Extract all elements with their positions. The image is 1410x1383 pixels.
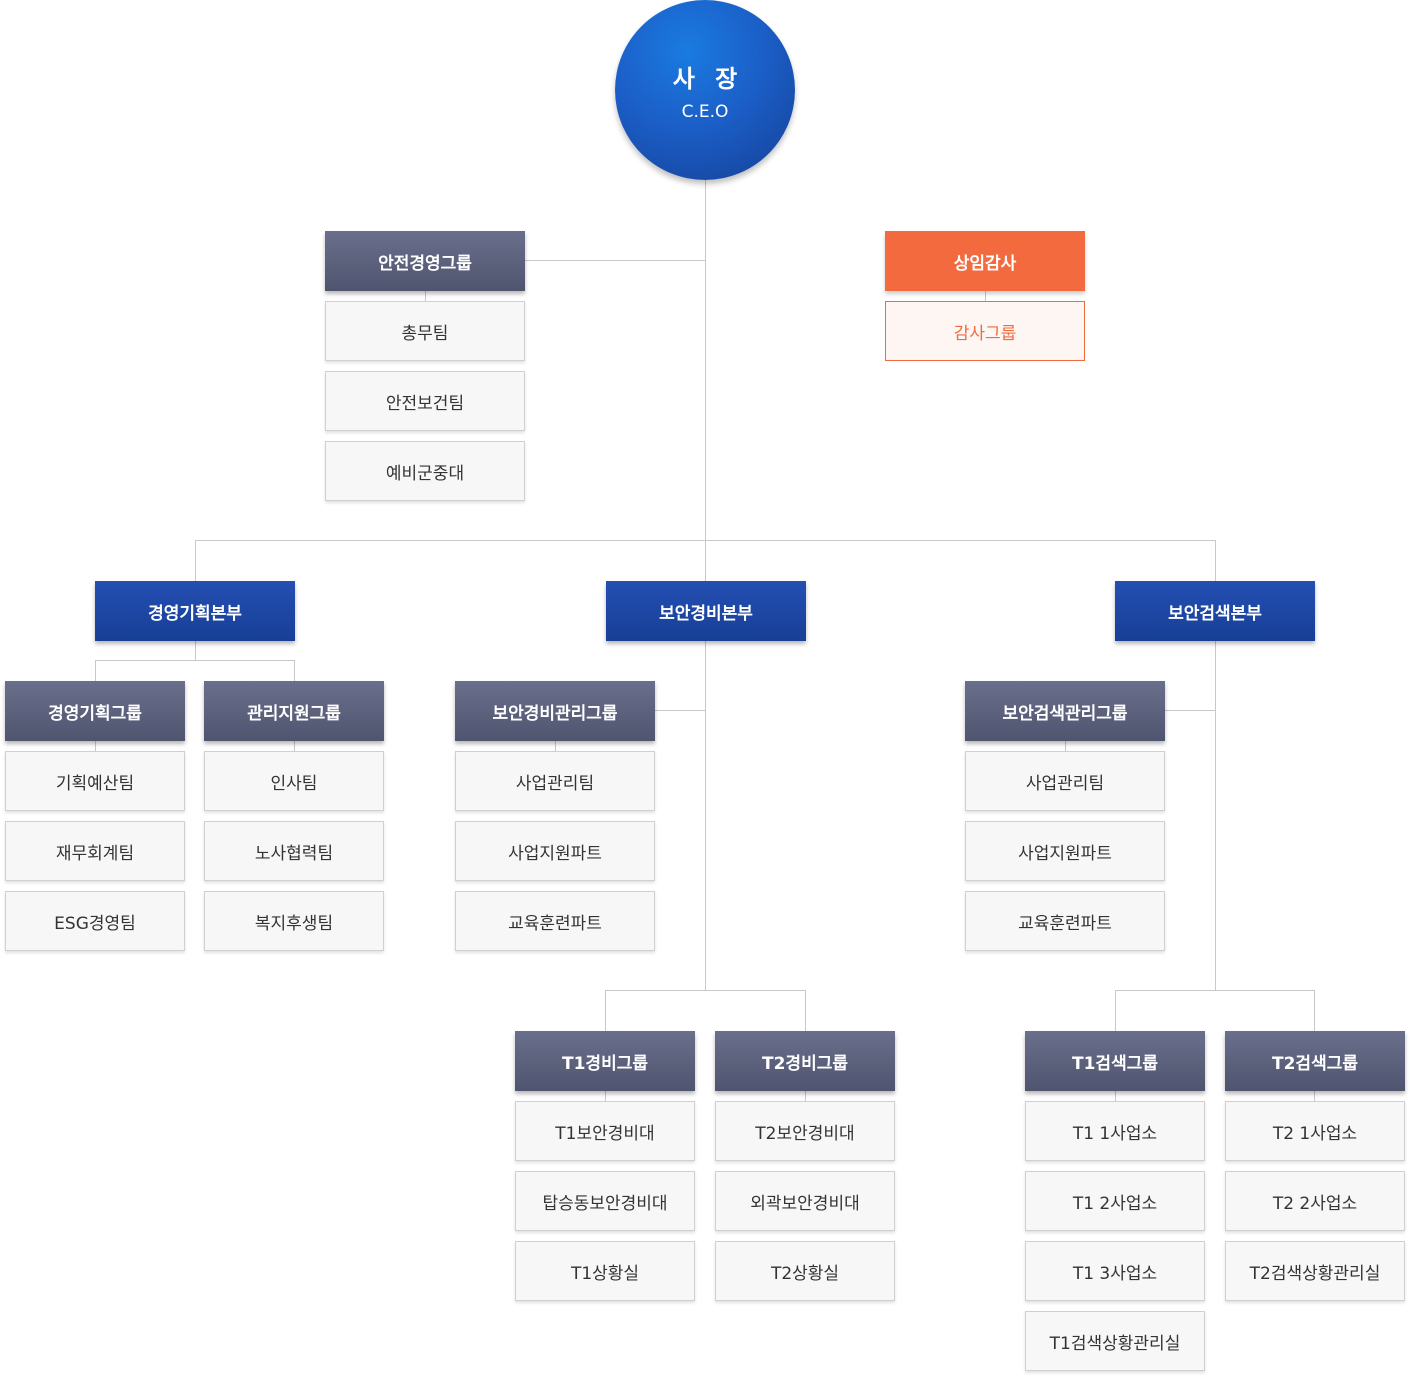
- connector-line: [195, 540, 196, 582]
- group-header: 경영기획그룹: [5, 681, 185, 741]
- connector-line: [195, 540, 1216, 541]
- division-guard: 보안경비본부: [606, 581, 806, 641]
- group-header: T1검색그룹: [1025, 1031, 1205, 1091]
- team-box: T2상황실: [715, 1241, 895, 1301]
- connector-line: [1314, 990, 1315, 1032]
- connector-line: [95, 740, 96, 752]
- connector-line: [805, 1090, 806, 1102]
- group-header: 보안검색관리그룹: [965, 681, 1165, 741]
- team-box: 탑승동보안경비대: [515, 1171, 695, 1231]
- connector-line: [195, 640, 196, 660]
- team-box: 복지후생팀: [204, 891, 384, 951]
- connector-line: [294, 660, 295, 682]
- connector-line: [1314, 1090, 1315, 1102]
- group-header: T2검색그룹: [1225, 1031, 1405, 1091]
- team-box: 사업지원파트: [965, 821, 1165, 881]
- team-box: T1상황실: [515, 1241, 695, 1301]
- connector-line: [805, 990, 806, 1032]
- connector-line: [605, 1090, 606, 1102]
- group-header: T2경비그룹: [715, 1031, 895, 1091]
- team-box: T1검색상황관리실: [1025, 1311, 1205, 1371]
- team-box: T1 2사업소: [1025, 1171, 1205, 1231]
- team-box: 사업지원파트: [455, 821, 655, 881]
- connector-line: [524, 260, 705, 261]
- division-search: 보안검색본부: [1115, 581, 1315, 641]
- team-box: 사업관리팀: [965, 751, 1165, 811]
- connector-line: [605, 990, 806, 991]
- audit-group: 감사그룹: [885, 301, 1085, 361]
- connector-line: [1115, 990, 1315, 991]
- connector-line: [95, 660, 295, 661]
- connector-line: [654, 710, 705, 711]
- group-header: T1경비그룹: [515, 1031, 695, 1091]
- team-box: ESG경영팀: [5, 891, 185, 951]
- connector-line: [1215, 540, 1216, 991]
- connector-line: [294, 740, 295, 752]
- connector-line: [1065, 740, 1066, 752]
- connector-line: [425, 290, 426, 302]
- connector-line: [1115, 1090, 1116, 1102]
- group-header: 보안경비관리그룹: [455, 681, 655, 741]
- connector-line: [555, 740, 556, 752]
- connector-line: [95, 660, 96, 682]
- division-planning: 경영기획본부: [95, 581, 295, 641]
- team-box: 교육훈련파트: [965, 891, 1165, 951]
- team-box: T2보안경비대: [715, 1101, 895, 1161]
- audit-header: 상임감사: [885, 231, 1085, 291]
- team-box: T1보안경비대: [515, 1101, 695, 1161]
- connector-line: [985, 290, 986, 302]
- team-box: 외곽보안경비대: [715, 1171, 895, 1231]
- team-box: 재무회계팀: [5, 821, 185, 881]
- ceo-title: 사 장: [672, 64, 744, 93]
- team-box: T2 2사업소: [1225, 1171, 1405, 1231]
- safety-team: 예비군중대: [325, 441, 525, 501]
- connector-line: [605, 990, 606, 1032]
- team-box: 사업관리팀: [455, 751, 655, 811]
- team-box: 기획예산팀: [5, 751, 185, 811]
- team-box: T1 3사업소: [1025, 1241, 1205, 1301]
- ceo-subtitle: C.E.O: [681, 101, 729, 122]
- team-box: T2 1사업소: [1225, 1101, 1405, 1161]
- connector-line: [1164, 710, 1215, 711]
- group-header: 관리지원그룹: [204, 681, 384, 741]
- team-box: 인사팀: [204, 751, 384, 811]
- safety-team: 총무팀: [325, 301, 525, 361]
- connector-line: [1115, 990, 1116, 1032]
- team-box: T2검색상황관리실: [1225, 1241, 1405, 1301]
- team-box: 교육훈련파트: [455, 891, 655, 951]
- safety-team: 안전보건팀: [325, 371, 525, 431]
- ceo-node: 사 장 C.E.O: [615, 0, 795, 180]
- safety-group-header: 안전경영그룹: [325, 231, 525, 291]
- team-box: T1 1사업소: [1025, 1101, 1205, 1161]
- team-box: 노사협력팀: [204, 821, 384, 881]
